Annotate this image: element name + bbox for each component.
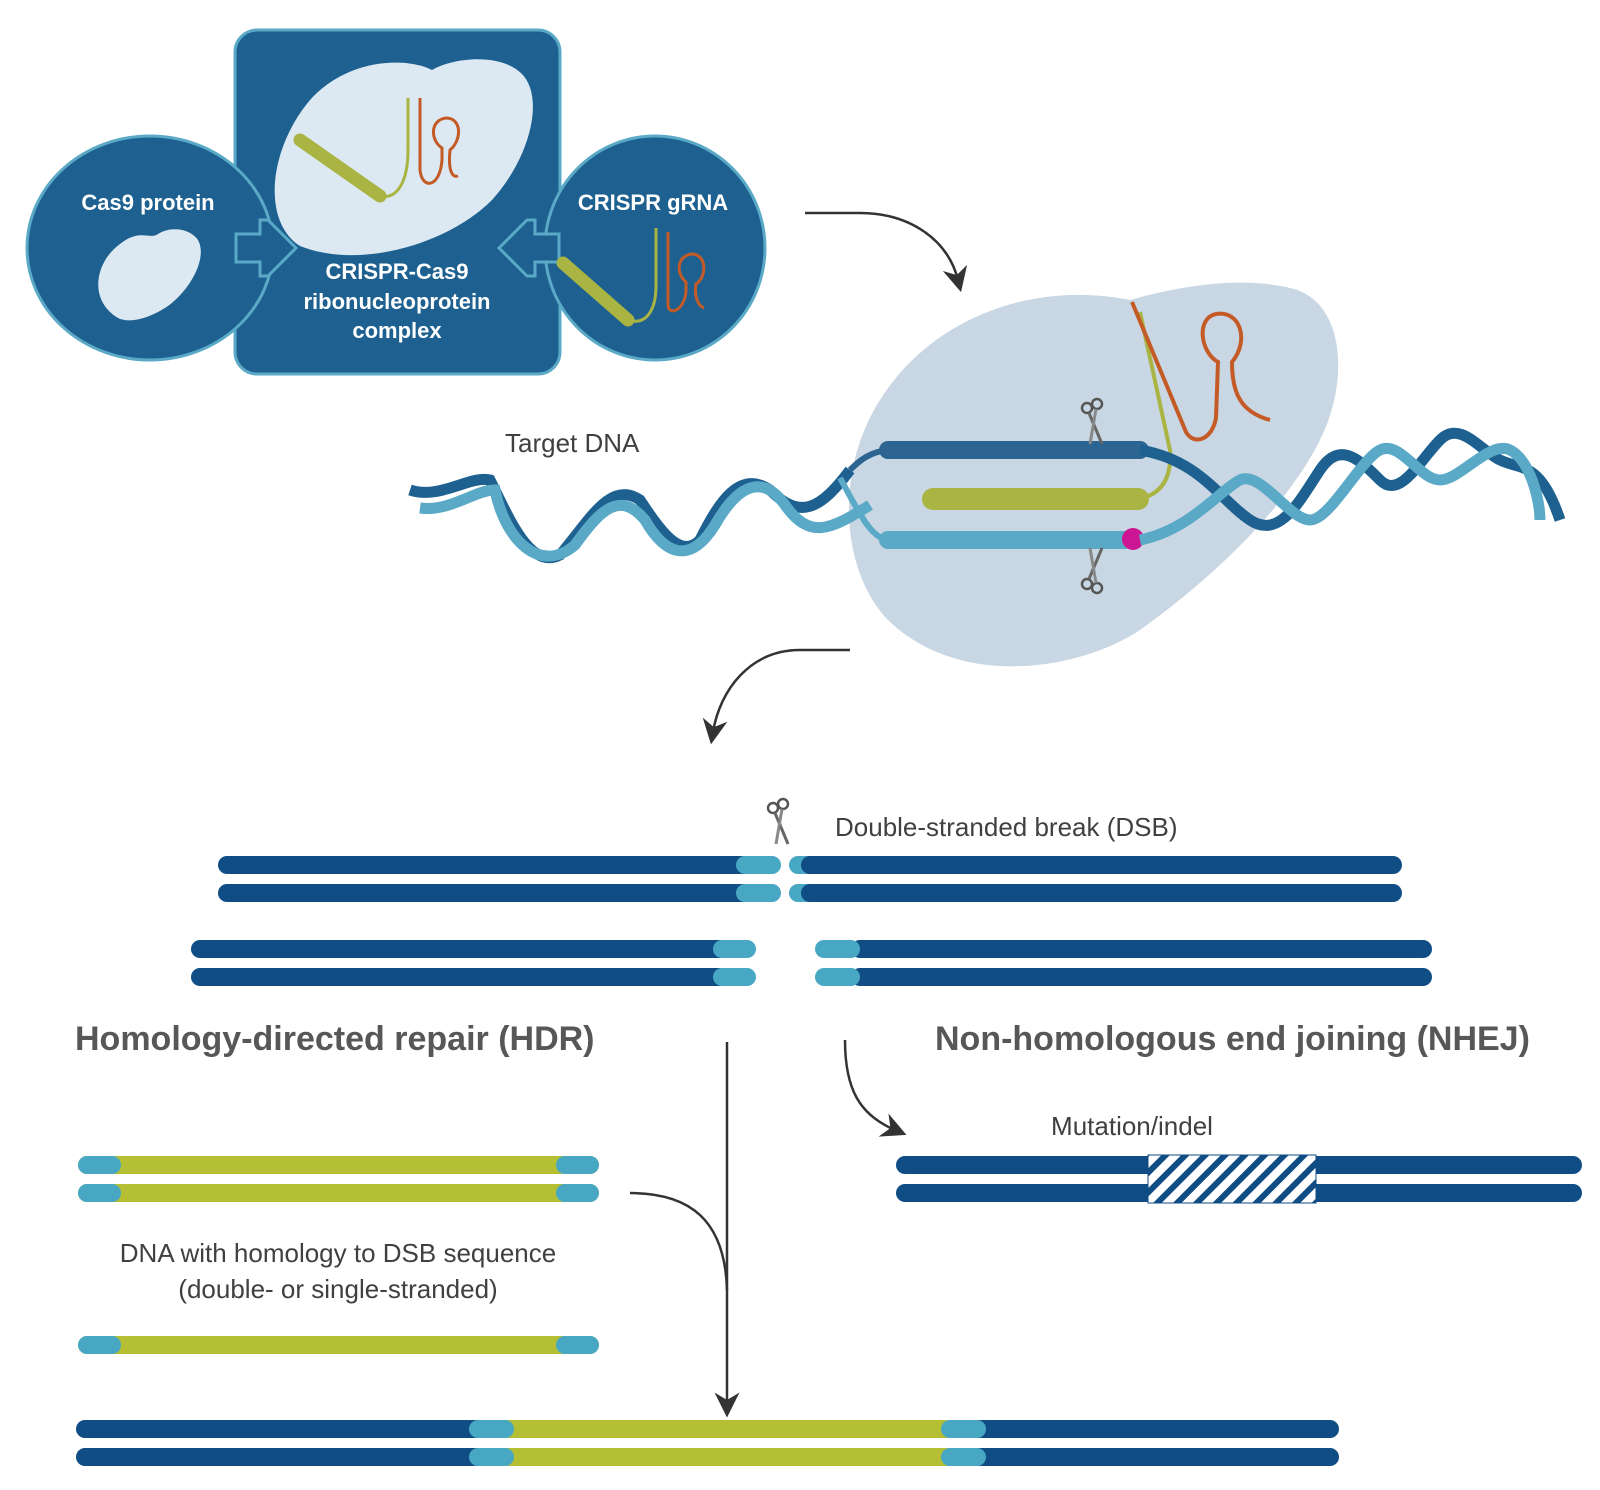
grna-tracr-rna	[666, 232, 706, 313]
bound-tracr-rna	[1130, 301, 1271, 442]
pam-site	[1122, 528, 1144, 550]
donor-merge-arrow	[629, 1191, 729, 1291]
hdr-repaired-dna	[76, 1420, 1339, 1466]
scissors-icon-dsb	[766, 797, 790, 846]
rnp-protein-shape	[274, 59, 533, 256]
nhej-panel: Non-homologous end joining (NHEJ) Mutati…	[843, 1020, 1582, 1204]
dsb-duplex-separated	[191, 940, 1432, 986]
grna-tail	[627, 228, 658, 323]
cas9-bound-protein	[848, 282, 1339, 667]
dsb-panel: Double-stranded break (DSB)	[191, 797, 1432, 986]
target-dna-label: Target DNA	[505, 428, 640, 458]
target-dna-helix-right	[1138, 427, 1566, 546]
dsb-duplex-cut	[218, 856, 1402, 902]
donor-label-line2: (double- or single-stranded)	[178, 1274, 497, 1304]
rnp-label-line3: complex	[352, 318, 442, 343]
nhej-heading: Non-homologous end joining (NHEJ)	[935, 1020, 1530, 1058]
rnp-guide-spacer	[293, 133, 387, 203]
merge-arrow-left	[234, 218, 299, 278]
target-dna-helix-left	[408, 466, 873, 563]
indel-region	[1147, 1154, 1317, 1204]
rnp-label-line2: ribonucleoprotein	[304, 289, 491, 314]
rnp-tracr-rna	[418, 98, 460, 185]
grna-spacer	[556, 256, 635, 327]
dsb-label: Double-stranded break (DSB)	[835, 812, 1178, 842]
crispr-grna-label: CRISPR gRNA	[578, 190, 728, 215]
hdr-panel: Homology-directed repair (HDR) DNA with …	[75, 1020, 1339, 1466]
hdr-heading: Homology-directed repair (HDR)	[75, 1020, 595, 1058]
donor-dna-double	[78, 1156, 599, 1202]
rnp-guide-tail	[379, 98, 410, 198]
binding-panel: Target DNA	[408, 282, 1566, 667]
top-panel: Cas9 protein CRISPR-Cas9 ribonucleoprote…	[25, 28, 767, 376]
donor-label-line1: DNA with homology to DSB sequence	[120, 1238, 556, 1268]
merge-arrow-right	[496, 218, 561, 278]
cas9-protein-shape	[98, 229, 201, 321]
flow-arrow-2	[702, 648, 850, 745]
rnp-label-line1: CRISPR-Cas9	[325, 259, 468, 284]
mutation-label: Mutation/indel	[1051, 1111, 1213, 1141]
bound-guide-tail	[1137, 311, 1173, 501]
flow-arrow-1	[805, 211, 968, 293]
cas9-protein-label: Cas9 protein	[81, 190, 214, 215]
nhej-arrow	[843, 1039, 907, 1137]
